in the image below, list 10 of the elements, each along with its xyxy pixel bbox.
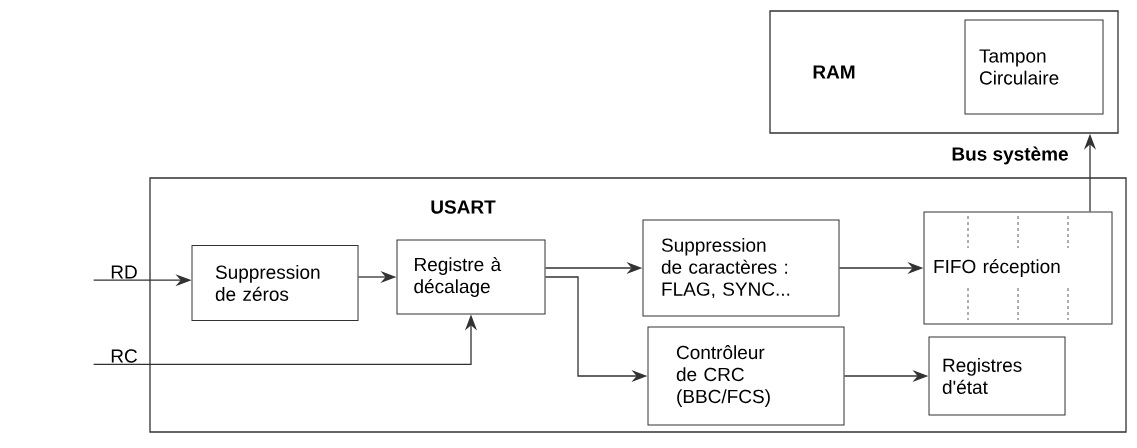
edge-label: Bus système — [949, 144, 1071, 167]
process-box: Suppression de caractères : FLAG, SYNC... — [642, 219, 840, 317]
fifo-box: FIFO réception — [923, 211, 1113, 325]
register-box: Registre à décalage — [396, 239, 546, 315]
controller-box: Contrôleur de CRC (BBC/FCS) — [647, 326, 845, 426]
signal-label: RC — [111, 349, 137, 363]
signal-label: RD — [111, 265, 137, 279]
process-box: Suppression de zéros — [191, 245, 359, 321]
buffer-box: Tampon Circulaire — [964, 19, 1104, 115]
register-box: Registres d'état — [928, 336, 1066, 416]
